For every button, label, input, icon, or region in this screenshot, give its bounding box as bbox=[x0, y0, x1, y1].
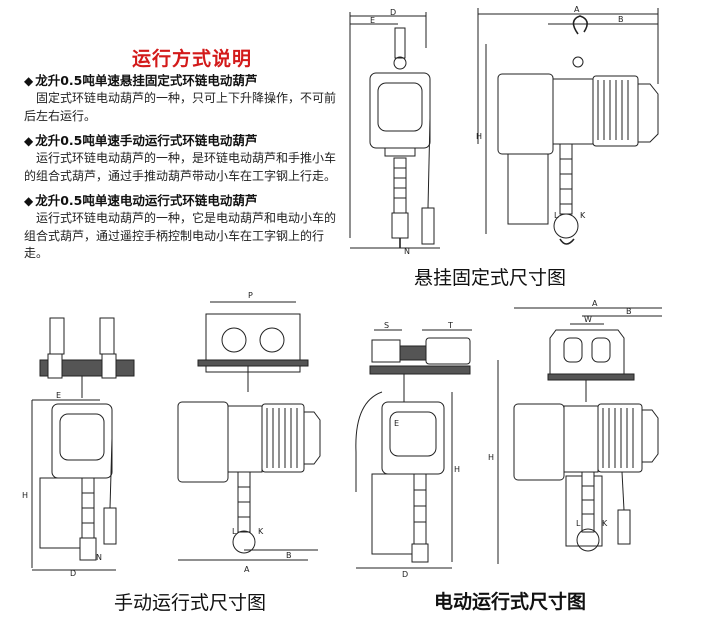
hoist-manual-front-diagram: P L K B A bbox=[177, 291, 321, 574]
dim-label-d: D bbox=[402, 570, 408, 579]
caption-hang-fixed: 悬挂固定式尺寸图 bbox=[414, 267, 567, 289]
hoist-fixed-side-diagram: D E N bbox=[349, 8, 440, 256]
bullet-icon: ◆ bbox=[24, 194, 34, 208]
section-heading-fixed: ◆龙升0.5吨单速悬挂固定式环链电动葫芦 bbox=[24, 73, 258, 88]
page-title: 运行方式说明 bbox=[131, 48, 252, 70]
hoist-manual-side-diagram: E H D N bbox=[22, 317, 135, 578]
dim-label-p: P bbox=[248, 291, 253, 300]
dim-label-b: B bbox=[286, 551, 292, 560]
dim-label-l: L bbox=[576, 519, 581, 528]
dim-label-s: S bbox=[384, 321, 389, 330]
dim-label-k: K bbox=[602, 519, 608, 528]
dim-label-b: B bbox=[618, 15, 624, 24]
section-body-electric: 运行式环链电动葫芦的一种，它是电动葫芦和电动小车的 组合式葫芦，通过遥控手柄控制… bbox=[24, 211, 337, 260]
dim-label-l: L bbox=[232, 527, 237, 536]
dim-label-h: H bbox=[476, 132, 482, 141]
dim-label-n: N bbox=[404, 247, 410, 256]
dim-label-e: E bbox=[56, 391, 61, 400]
dim-label-d: D bbox=[390, 8, 396, 17]
bullet-icon: ◆ bbox=[24, 134, 34, 148]
hoist-electric-front-diagram: A B W H L K bbox=[488, 299, 662, 564]
section-heading-manual: ◆龙升0.5吨单速手动运行式环链电动葫芦 bbox=[24, 133, 258, 148]
dim-label-k: K bbox=[258, 527, 264, 536]
caption-electric-travel: 电动运行式尺寸图 bbox=[434, 591, 587, 613]
dim-label-a: A bbox=[592, 299, 598, 308]
dim-label-h: H bbox=[454, 465, 460, 474]
dim-label-t-visible: T bbox=[447, 321, 453, 330]
dim-label-d: D bbox=[70, 569, 76, 578]
dim-label-n: N bbox=[96, 553, 102, 562]
caption-manual-travel: 手动运行式尺寸图 bbox=[114, 592, 267, 614]
dim-label-k: K bbox=[580, 211, 586, 220]
dim-label-w: W bbox=[584, 315, 592, 324]
dim-label-h: H bbox=[488, 453, 494, 462]
dim-label-h: H bbox=[22, 491, 28, 500]
section-heading-electric: ◆龙升0.5吨单速电动运行式环链电动葫芦 bbox=[24, 193, 258, 208]
bullet-icon: ◆ bbox=[24, 74, 34, 88]
dim-label-l: L bbox=[554, 211, 559, 220]
dim-label-b: B bbox=[626, 307, 632, 316]
section-body-manual: 运行式环链电动葫芦的一种，是环链电动葫芦和手推小车 的组合式葫芦，通过手推动葫芦… bbox=[24, 151, 337, 183]
dim-label-a: A bbox=[244, 565, 250, 574]
dim-label-a: A bbox=[574, 5, 580, 14]
hoist-electric-side-diagram: S E T E H D bbox=[355, 321, 472, 579]
dim-label-e: E bbox=[370, 16, 375, 25]
dim-label-e: E bbox=[394, 419, 399, 428]
section-body-fixed: 固定式环链电动葫芦的一种，只可上下升降操作，不可前 后左右运行。 bbox=[24, 91, 337, 123]
hoist-fixed-front-diagram: A B H L K bbox=[476, 5, 659, 245]
